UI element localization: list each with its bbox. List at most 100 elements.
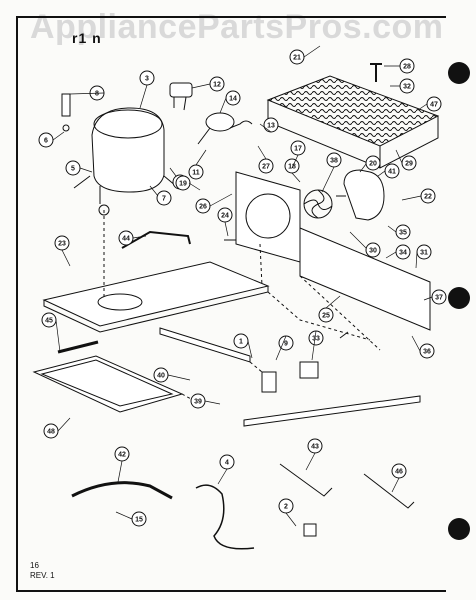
start-device [61,93,71,117]
drain-tube [121,230,191,249]
drain-pan [32,355,184,413]
svg-text:32: 32 [403,84,411,91]
svg-text:14: 14 [229,96,237,103]
callout: 4 [219,454,235,470]
svg-text:11: 11 [192,170,200,177]
svg-text:37: 37 [435,295,443,302]
callout: 26 [195,198,211,214]
callout: 47 [426,96,442,112]
callout: 12 [209,76,225,92]
callout: 22 [420,188,436,204]
svg-text:41: 41 [388,169,396,176]
page-frame [16,16,446,592]
callout: 27 [258,158,274,174]
callout: 34 [395,244,411,260]
callout: 23 [54,235,70,251]
header-code: r1 n [72,30,102,46]
svg-text:2: 2 [284,504,288,511]
callout: 48 [43,423,59,439]
callout: 5 [65,160,81,176]
power-cord-clamp [71,481,173,500]
callout: 31 [416,244,432,260]
revision-label: REV. 1 [30,571,55,580]
base-pan [42,261,270,327]
callout: 40 [153,367,169,383]
punch-hole-middle [448,287,470,309]
svg-text:13: 13 [267,123,275,130]
svg-text:25: 25 [322,313,330,320]
svg-text:31: 31 [420,250,428,257]
wire-harness-46 [363,473,415,509]
svg-text:12: 12 [213,82,221,89]
callout: 37 [431,289,447,305]
svg-text:35: 35 [399,230,407,237]
part-drawings [32,63,440,550]
callout: 39 [190,393,206,409]
svg-text:28: 28 [403,64,411,71]
svg-text:23: 23 [58,241,66,248]
svg-text:38: 38 [330,158,338,165]
svg-text:24: 24 [221,213,229,220]
rear-rail [243,395,421,427]
callout: 20 [365,155,381,171]
callout: 44 [118,230,134,246]
callout: 30 [365,242,381,258]
callout: 11 [188,164,204,180]
compressor [91,107,165,193]
callout: 6 [38,132,54,148]
svg-text:34: 34 [399,250,407,257]
callout: 46 [391,463,407,479]
svg-text:46: 46 [395,469,403,476]
svg-text:44: 44 [122,236,130,243]
svg-text:30: 30 [369,248,377,255]
callout: 15 [131,511,147,527]
callout: 29 [401,155,417,171]
svg-text:29: 29 [405,161,413,168]
callout: 14 [225,90,241,106]
svg-text:21: 21 [293,55,301,62]
callout: 35 [395,224,411,240]
svg-text:42: 42 [118,452,126,459]
wire-harness-4 [195,484,255,550]
svg-text:5: 5 [71,166,75,173]
callout: 28 [399,58,415,74]
svg-text:27: 27 [262,164,270,171]
relay [169,82,193,98]
svg-text:39: 39 [194,399,202,406]
switch [299,361,319,379]
svg-text:4: 4 [225,460,229,467]
callout-leaders [52,45,433,527]
callout: 25 [318,307,334,323]
punch-hole-bottom [448,518,470,540]
callout: 42 [114,446,130,462]
watermark: AppliancePartsPros.com [30,8,444,46]
bracket [261,371,277,393]
callout: 41 [384,163,400,179]
svg-text:6: 6 [44,138,48,145]
divider-panel [299,227,431,331]
callout: 32 [399,78,415,94]
callout: 1 [233,333,249,349]
svg-text:48: 48 [47,429,55,436]
callout: 24 [217,207,233,223]
svg-text:22: 22 [424,194,432,201]
callout: 45 [41,312,57,328]
callout: 38 [326,152,342,168]
svg-text:17: 17 [294,146,302,153]
callout: 3 [139,70,155,86]
callout: 17 [290,140,306,156]
callout: 19 [175,175,191,191]
page-number: 16 [30,561,39,570]
svg-text:45: 45 [45,318,53,325]
svg-text:9: 9 [284,341,288,348]
callout: 43 [307,438,323,454]
fan-motor [343,169,385,221]
gasket-strip [57,340,99,354]
svg-text:40: 40 [157,373,165,380]
svg-text:33: 33 [312,336,320,343]
wire-harness-43 [279,463,333,497]
svg-text:26: 26 [199,204,207,211]
svg-text:19: 19 [179,181,187,188]
callout: 13 [263,117,279,133]
